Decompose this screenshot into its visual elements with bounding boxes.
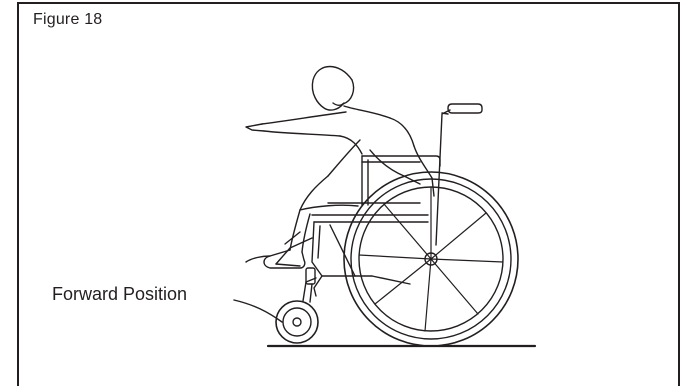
person-illustration	[246, 67, 434, 269]
wheelchair-frame	[276, 104, 482, 296]
callout-pointer-line	[234, 300, 282, 322]
caster-wheel-icon	[276, 268, 318, 343]
rear-wheel-icon	[344, 172, 518, 346]
